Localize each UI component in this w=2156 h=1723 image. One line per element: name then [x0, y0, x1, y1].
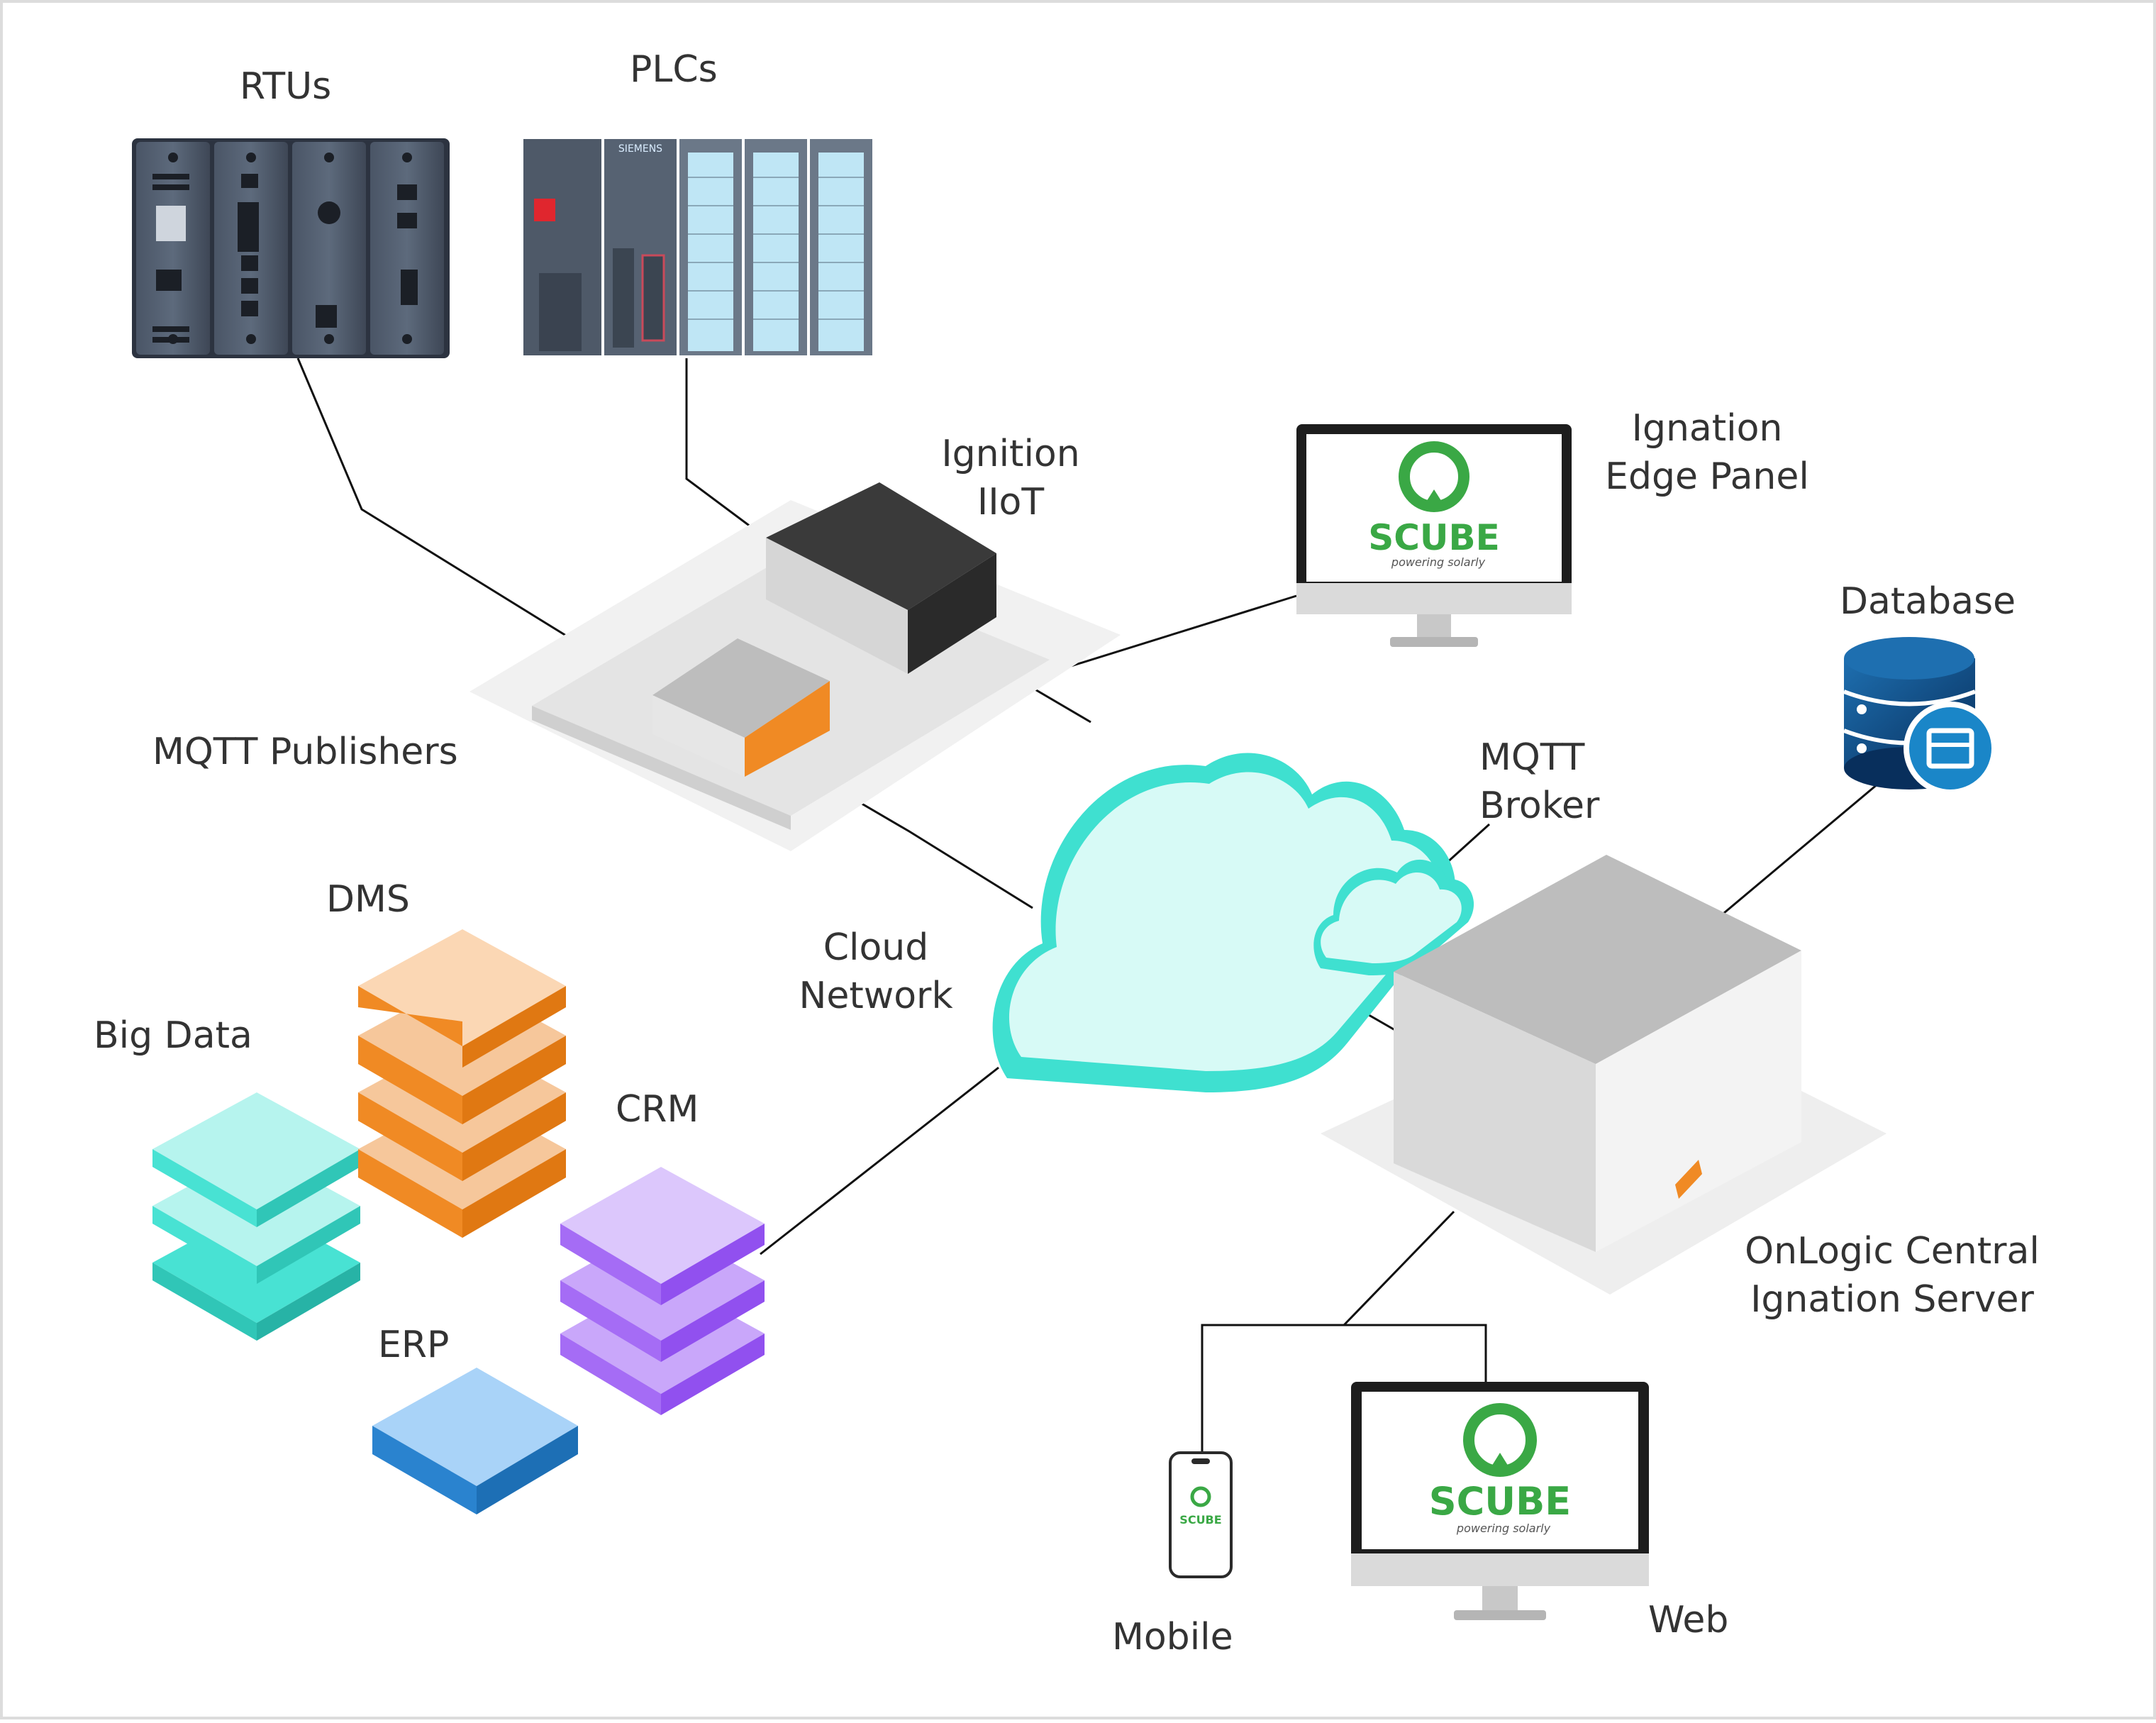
label-ignition-iiot-line2: IIoT — [977, 481, 1045, 523]
broker-label-line — [1444, 823, 1491, 865]
plc-device-icon: SIEMENS — [523, 139, 872, 355]
label-ignition-iiot: Ignition IIoT — [922, 430, 1099, 526]
label-plcs: PLCs — [630, 48, 718, 91]
label-edge-panel-line2: Edge Panel — [1605, 455, 1809, 498]
label-mqtt-broker-line2: Broker — [1479, 785, 1600, 827]
monitor-icon: SCUBE powering solarly — [1351, 1382, 1649, 1620]
label-cloud-network: Cloud Network — [787, 924, 965, 1020]
label-edge-panel-line1: Ignation — [1631, 407, 1783, 450]
server-to-clients-line — [1343, 1210, 1455, 1326]
label-erp: ERP — [378, 1324, 450, 1366]
label-rtus: RTUs — [240, 65, 332, 108]
connectors — [296, 358, 1879, 1453]
edge-gateway-icon — [469, 482, 1121, 851]
label-ignition-iiot-line1: Ignition — [941, 433, 1080, 475]
label-edge-panel: Ignation Edge Panel — [1590, 404, 1824, 501]
phone-icon: SCUBE — [1169, 1451, 1233, 1578]
plc-to-gateway-line — [685, 358, 768, 541]
label-cloud-network-line1: Cloud — [823, 926, 929, 969]
rtu-to-gateway-line — [296, 358, 600, 658]
plc-brand-label: SIEMENS — [618, 143, 662, 155]
label-central-server-line1: OnLogic Central — [1745, 1230, 2040, 1273]
scube-tagline: powering solarly — [1391, 555, 1486, 569]
label-database: Database — [1840, 580, 2016, 623]
label-web: Web — [1648, 1599, 1729, 1641]
label-mqtt-broker: MQTT Broker — [1479, 733, 1599, 830]
label-mqtt-publishers: MQTT Publishers — [152, 731, 458, 773]
server-box-icon — [1321, 855, 1886, 1295]
monitor-icon: SCUBE powering solarly — [1296, 424, 1572, 647]
database-icon — [1843, 637, 1997, 795]
rtu-device-icon — [132, 138, 450, 358]
mobile-scube-logo: SCUBE — [1179, 1513, 1221, 1527]
layer-stack-icon — [152, 929, 765, 1514]
label-dms: DMS — [326, 878, 410, 921]
label-big-data: Big Data — [94, 1014, 252, 1057]
web-scube-logo: SCUBE — [1429, 1479, 1571, 1524]
label-mobile: Mobile — [1112, 1616, 1233, 1658]
label-cloud-network-line2: Network — [799, 975, 953, 1017]
cloud-icon — [992, 753, 1474, 1092]
web-scube-tagline: powering solarly — [1456, 1522, 1551, 1535]
label-central-server-line2: Ignation Server — [1750, 1278, 2034, 1321]
label-mqtt-broker-line1: MQTT — [1479, 736, 1585, 779]
scube-logo-text: SCUBE — [1368, 517, 1500, 558]
label-central-server: OnLogic Central Ignation Server — [1722, 1227, 2062, 1324]
label-crm: CRM — [616, 1088, 699, 1131]
clients-split-line — [1201, 1324, 1487, 1453]
crm-to-cloud-line — [760, 1066, 999, 1256]
server-to-database-line — [1719, 782, 1879, 918]
